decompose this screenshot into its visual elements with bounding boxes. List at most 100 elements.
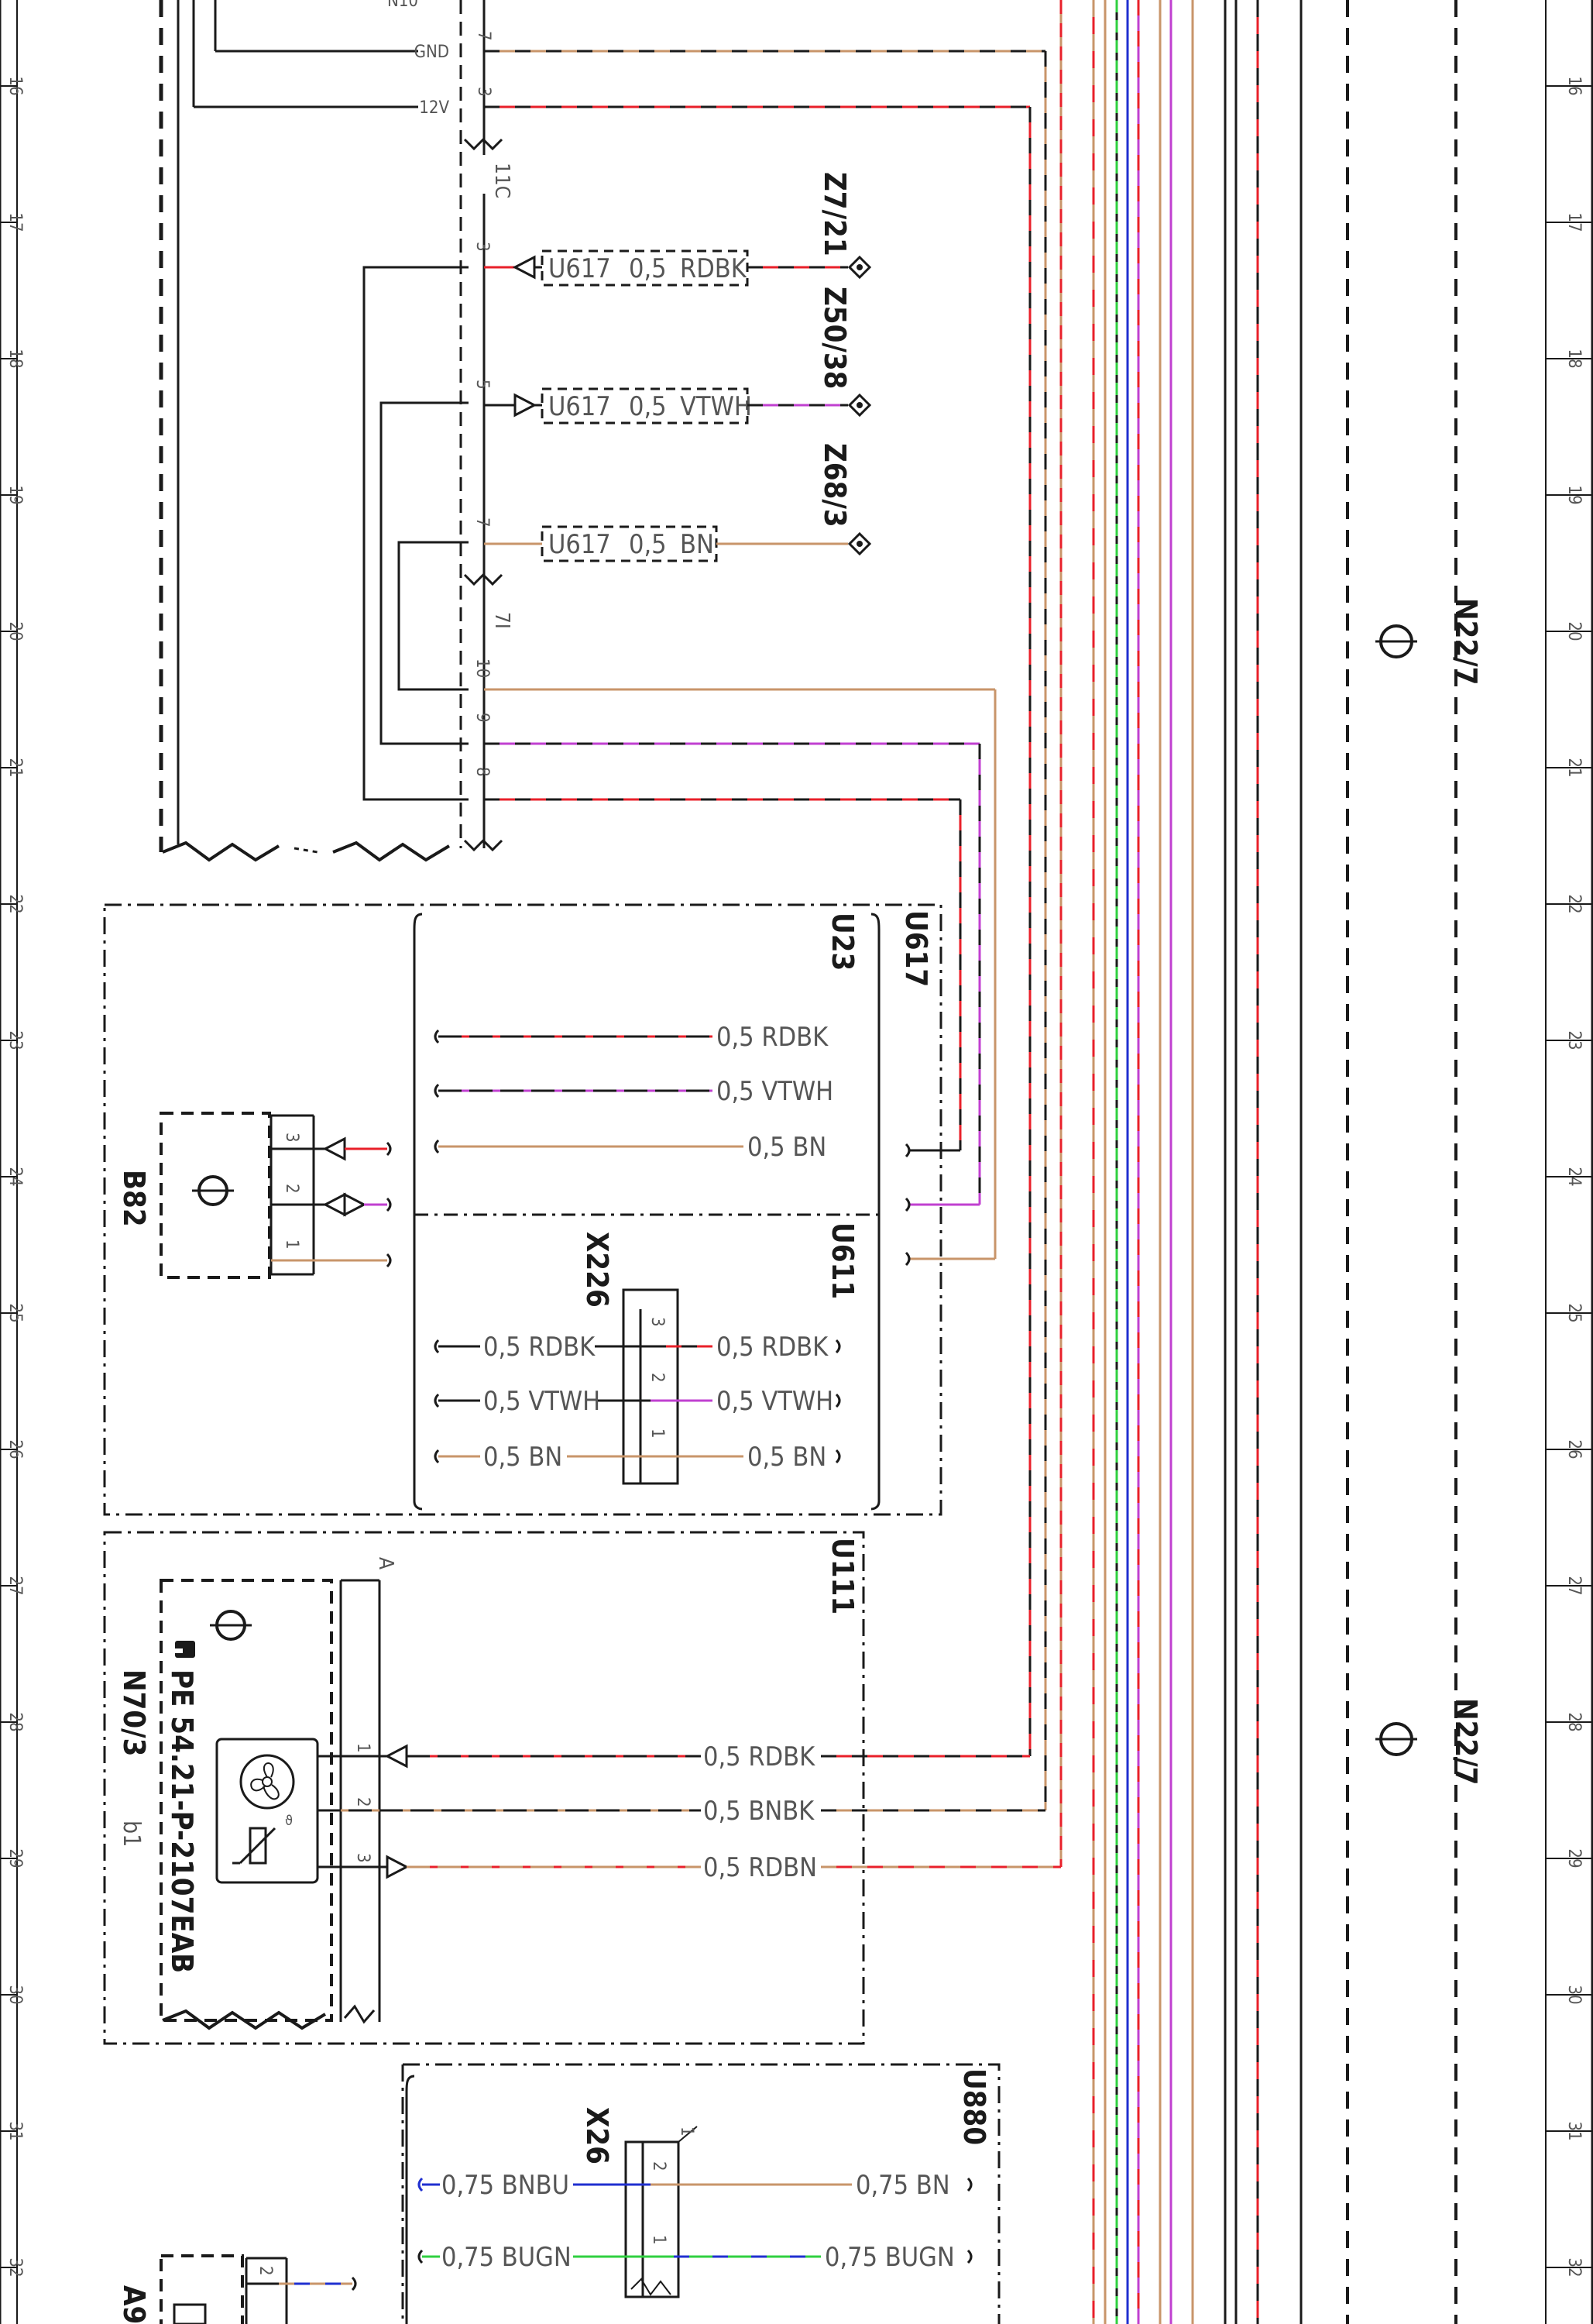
ruler-row-number: 26	[5, 1439, 25, 1459]
n70-pin-1: 1	[353, 1743, 373, 1753]
ruler-row-number: 18	[1564, 349, 1584, 368]
u617-jumper-bn: U617 0,5 BN Z68/3	[484, 443, 872, 562]
jumper-code-1: U617	[548, 253, 611, 284]
u23-wire-2: 0,5 VTWH	[716, 1076, 833, 1107]
u880-title: U880	[957, 2068, 991, 2145]
ruler-row-number: 18	[5, 349, 25, 368]
n70-wire-1: 0,5 RDBK	[703, 1741, 815, 1772]
jumper-gauge-1: 0,5	[629, 253, 667, 284]
b82-pin-2: 2	[282, 1184, 301, 1194]
u617-block: U617 U23 U611 0,5 RDBK 0,5 VTWH 0,5 BN B…	[103, 903, 942, 1516]
pin-11c-3: 3	[472, 242, 492, 252]
u617-title: U617	[899, 910, 933, 987]
n70-wire-2: 0,5 BNBK	[703, 1796, 815, 1827]
u111-block: U111 A N70/3 b1 PE 54.21-P-2107EAB ϑ 1 2…	[103, 1531, 1061, 2045]
u617-jumper-rdbk: U617 0,5 RDBK Z7/21	[484, 172, 872, 287]
ruler-row-number: 32	[1564, 2257, 1584, 2277]
section-label-7i: 7I	[490, 612, 513, 629]
jumper-color-2: VTWH	[680, 391, 752, 422]
n22-7-label-lower: N22/7	[1449, 1698, 1483, 1785]
hand-pointer-icon	[175, 1641, 195, 1658]
ruler-row-number: 22	[1564, 894, 1584, 913]
x26-right-wire-2: 0,75 BUGN	[825, 2242, 955, 2273]
x226-left-wire-2: 0,5 VTWH	[483, 1386, 600, 1417]
u111-title: U111	[826, 1538, 860, 1614]
ruler-row-number: 26	[1564, 1439, 1584, 1459]
ruler-row-number: 31	[5, 2121, 25, 2140]
ruler-row-number: 27	[1564, 1576, 1584, 1595]
x26-left-wire-1: 0,75 BNBU	[441, 2170, 569, 2201]
ruler-row-number: 17	[1564, 212, 1584, 232]
pin-7i-9: 9	[472, 713, 492, 723]
ruler-row-number: 20	[5, 621, 25, 641]
x226-left-wire-1: 0,5 RDBK	[483, 1332, 596, 1363]
b82-pin-1: 1	[282, 1239, 301, 1250]
thermistor-icon	[249, 1827, 267, 1865]
jumper-gauge-2: 0,5	[629, 391, 667, 422]
x226-left-wire-3: 0,5 BN	[483, 1442, 562, 1473]
ruler-row-number: 29	[5, 1848, 25, 1868]
b82-label: B82	[117, 1170, 151, 1227]
pin-7i-8: 8	[472, 767, 492, 777]
x26-label: X26	[580, 2107, 614, 2164]
n70-3-label: N70/3	[117, 1669, 151, 1756]
x26-top-pin: 1	[677, 2126, 696, 2137]
u23-wire-1: 0,5 RDBK	[716, 1022, 829, 1053]
pin-label-12v: 12V	[419, 98, 449, 118]
b82-pin-3: 3	[282, 1133, 301, 1143]
jumper-gauge-3: 0,5	[629, 529, 667, 560]
pin-11c-5: 5	[472, 380, 492, 390]
right-ruler: 16 17 18 19 20 21 22 23 24 25 26 27 28 29 30 31 32	[1545, 0, 1593, 2324]
fan-icon	[239, 1754, 295, 1810]
u111-pin-section: A	[374, 1557, 397, 1569]
x26-right-wire-1: 0,75 BN	[856, 2170, 950, 2201]
pin-label-gnd: GND	[414, 43, 449, 62]
top-connector-block: N10 GND 12V 7 3 11C 7I 3 5 7 10 9 8	[159, 0, 513, 862]
ruler-row-number: 25	[1564, 1303, 1584, 1322]
x26-left-wire-2: 0,75 BUGN	[441, 2242, 572, 2273]
x226-pin-2: 2	[647, 1373, 667, 1383]
theta-icon: ϑ	[285, 1813, 293, 1829]
n70-wire-3: 0,5 RDBN	[703, 1852, 817, 1883]
ruler-row-number: 19	[1564, 485, 1584, 504]
jumper-color-3: BN	[680, 529, 714, 560]
ruler-row-number: 32	[5, 2257, 25, 2277]
u23-title: U23	[826, 913, 860, 971]
ruler-row-number: 30	[1564, 1985, 1584, 2004]
ref-z50-38: Z50/38	[818, 287, 852, 389]
ruler-row-number: 16	[1564, 76, 1584, 95]
ruler-row-number: 23	[5, 1030, 25, 1050]
x226-pin-1: 1	[647, 1428, 667, 1439]
ruler-row-number: 16	[5, 76, 25, 95]
ruler-row-number: 29	[1564, 1848, 1584, 1868]
ruler-row-number: 19	[5, 485, 25, 504]
ruler-row-number: 27	[5, 1576, 25, 1595]
n22-7-lower: N22/7	[1375, 1698, 1483, 1785]
ruler-row-number: 25	[5, 1303, 25, 1322]
n70-3-variant: b1	[118, 1820, 145, 1847]
ruler-row-number: 24	[1564, 1167, 1584, 1186]
a9-pin-2: 2	[256, 2266, 275, 2276]
pin-number-7: 7	[474, 31, 493, 41]
ref-z7-21: Z7/21	[818, 172, 852, 256]
x226-right-wire-3: 0,5 BN	[747, 1442, 826, 1473]
ruler-row-number: 20	[1564, 621, 1584, 641]
n70-pin-2: 2	[353, 1797, 373, 1807]
n22-7-upper: N22/7	[1375, 598, 1483, 685]
ruler-row-number: 31	[1564, 2121, 1584, 2140]
ruler-row-number: 17	[5, 212, 25, 232]
ruler-row-number: 24	[5, 1167, 25, 1186]
ruler-row-number: 21	[1564, 758, 1584, 777]
x26-pin-2: 2	[649, 2161, 668, 2171]
u611-title: U611	[826, 1222, 860, 1299]
u23-wire-3: 0,5 BN	[747, 1132, 826, 1163]
pin-number-3: 3	[474, 87, 493, 97]
ruler-row-number: 22	[5, 894, 25, 913]
ruler-row-number: 23	[1564, 1030, 1584, 1050]
ruler-row-number: 28	[1564, 1712, 1584, 1731]
x226-pin-3: 3	[647, 1317, 667, 1327]
x26-pin-1: 1	[649, 2235, 668, 2245]
jumper-code-2: U617	[548, 391, 611, 422]
section-label-11c: 11C	[490, 163, 513, 198]
